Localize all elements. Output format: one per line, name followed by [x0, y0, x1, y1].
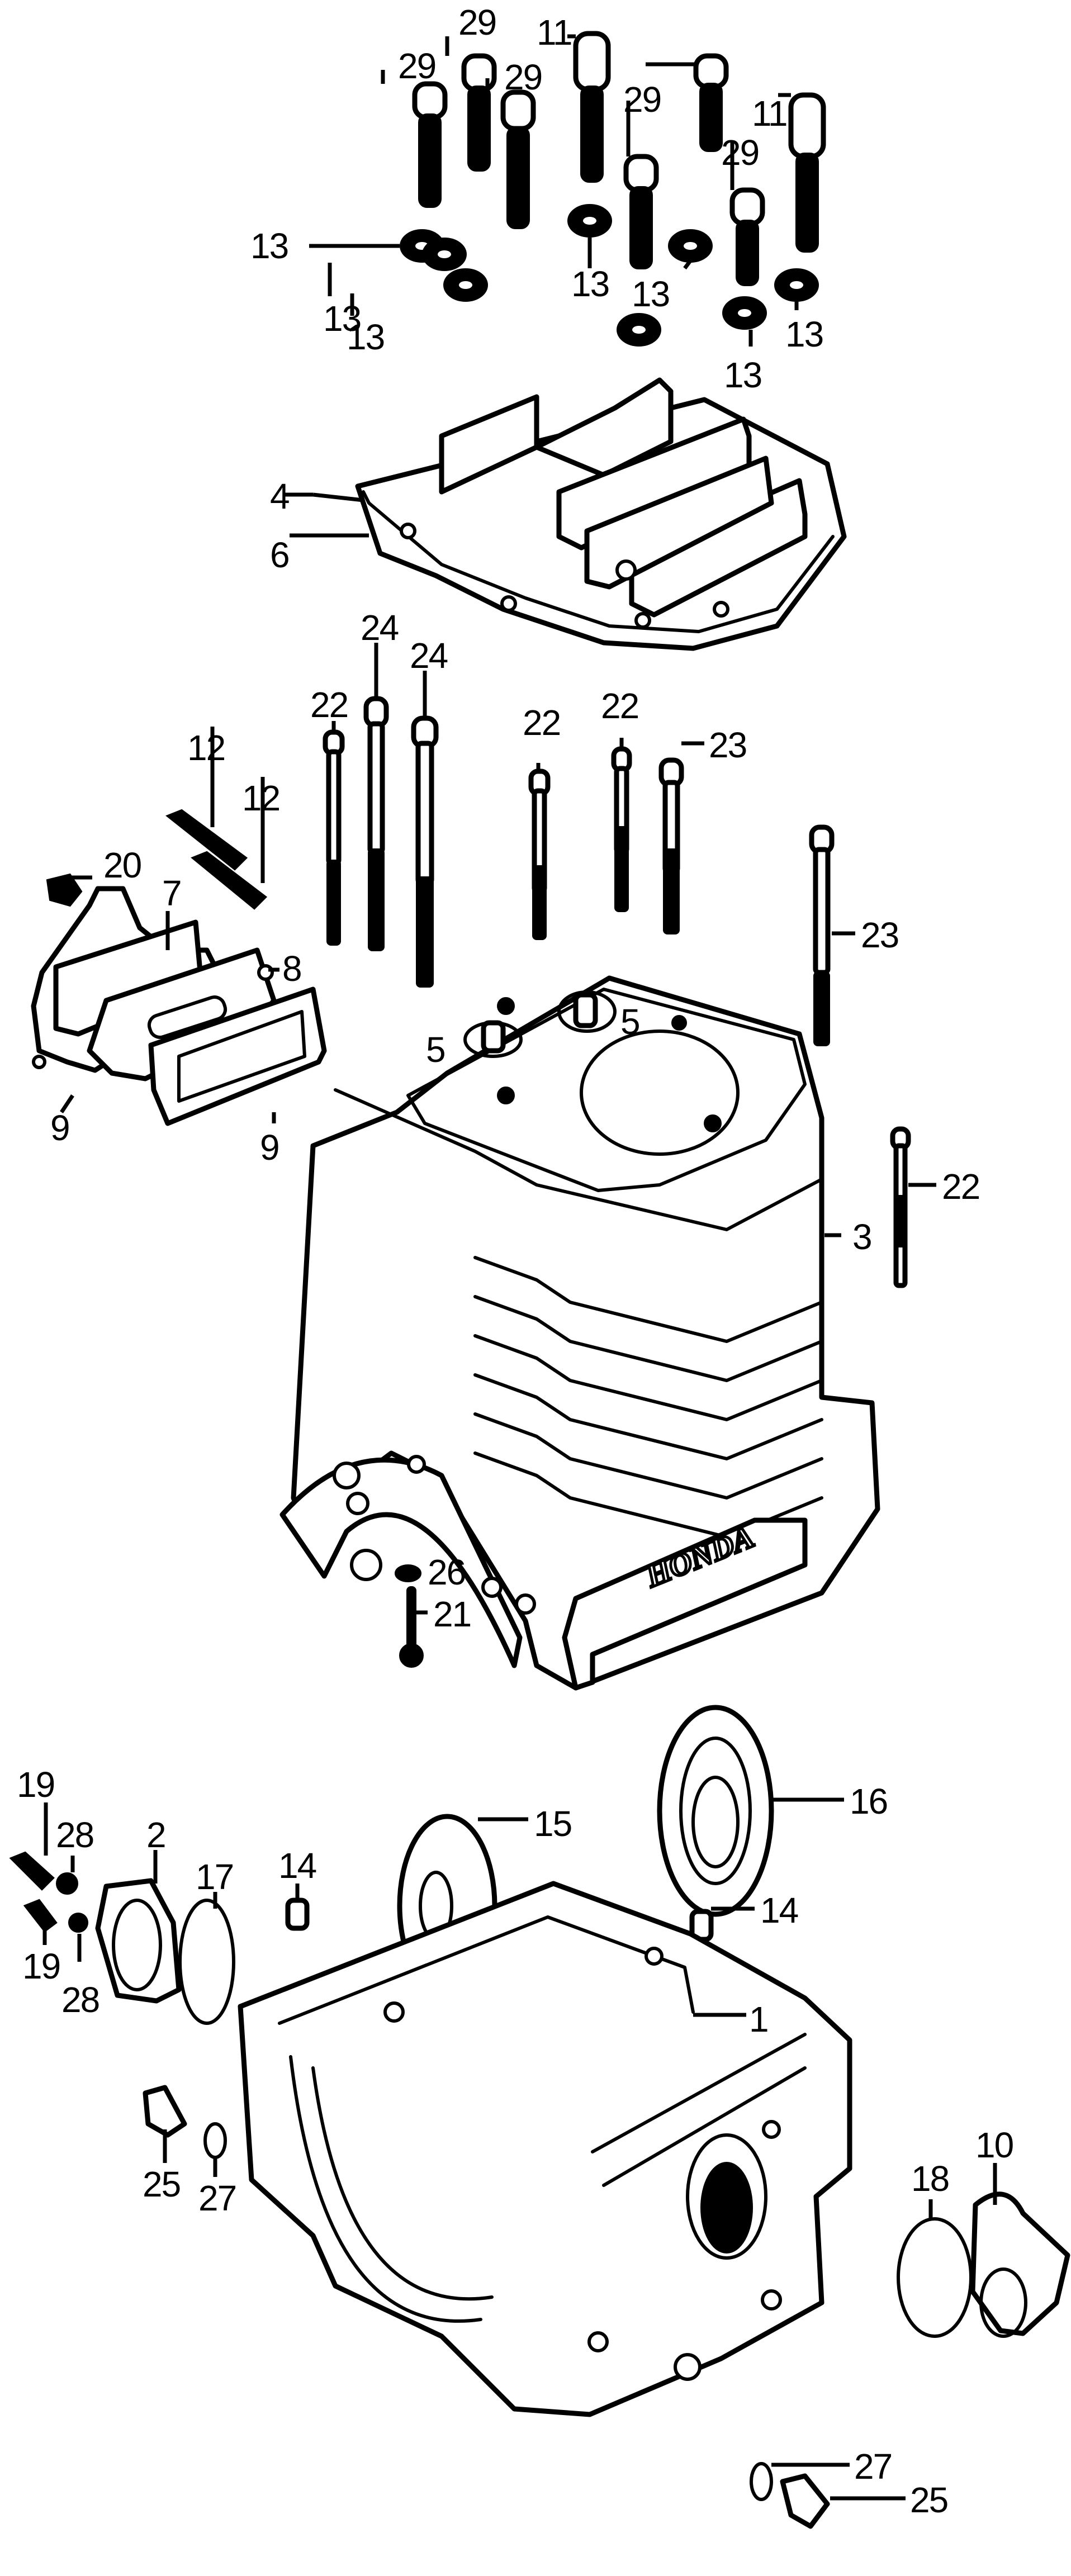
- cap-10: [970, 2163, 1070, 2338]
- callout-22: 22: [523, 703, 560, 743]
- o-ring-17: [178, 1892, 235, 2025]
- callout-5: 5: [426, 1030, 445, 1070]
- bolt-29-a: [412, 81, 448, 208]
- callout-1: 1: [749, 1999, 768, 2039]
- callout-29: 29: [458, 2, 496, 42]
- leader-lines-left: [60, 727, 279, 1123]
- callout-labels: 29 29 11 29 29 11 29 13 13 13 13 13 13 1…: [17, 2, 1015, 2520]
- callout-22: 22: [942, 1166, 979, 1207]
- drain-bolts-25-washers-27: [143, 2085, 906, 2529]
- callout-15: 15: [534, 1804, 571, 1844]
- bolt-29-e-mid: [623, 154, 659, 269]
- callout-13: 13: [323, 298, 361, 339]
- stud-bolt-11-a: [573, 31, 611, 183]
- callout-6: 6: [270, 535, 289, 575]
- leader-lines-bolts: [331, 643, 936, 1187]
- leader-lines-top: [309, 34, 799, 347]
- callout-19: 19: [22, 1946, 60, 1986]
- dowels-14: [285, 1884, 755, 1942]
- callout-25: 25: [143, 2164, 180, 2204]
- bolt-29-f: [729, 187, 765, 286]
- callout-23: 23: [709, 725, 746, 765]
- callout-13: 13: [571, 264, 609, 304]
- crankcase-1: [238, 1881, 852, 2417]
- callout-11: 11: [537, 12, 571, 53]
- callout-12: 12: [187, 728, 225, 768]
- callout-20: 20: [103, 845, 141, 885]
- callout-13: 13: [724, 355, 761, 395]
- leader-lines-head: [285, 492, 369, 538]
- callout-5: 5: [620, 1002, 639, 1042]
- callout-24: 24: [410, 635, 448, 676]
- callout-7: 7: [162, 873, 181, 913]
- callout-13: 13: [785, 314, 823, 354]
- bolt-29-c: [500, 89, 536, 229]
- head-bolts-group: [400, 31, 826, 347]
- callout-29: 29: [623, 79, 661, 120]
- bolt-29-d: [693, 53, 729, 152]
- callout-19: 19: [17, 1764, 54, 1805]
- callout-29: 29: [721, 132, 759, 173]
- callout-10: 10: [975, 2125, 1013, 2165]
- callout-24: 24: [361, 608, 399, 648]
- callout-14: 14: [760, 1890, 798, 1930]
- callout-13: 13: [632, 274, 669, 314]
- callout-8: 8: [282, 948, 301, 989]
- bolts-19-washers-28: [9, 1802, 88, 1962]
- bolt-21-washer-26: [395, 1564, 428, 1668]
- callout-14: 14: [278, 1846, 316, 1886]
- oil-seal-16: [657, 1705, 844, 1917]
- bolt-29-b: [461, 53, 497, 172]
- cover-2: [95, 1850, 182, 2004]
- callout-9: 9: [50, 1108, 69, 1148]
- callout-29: 29: [504, 57, 542, 97]
- callout-2: 2: [146, 1815, 165, 1855]
- callout-21: 21: [433, 1594, 471, 1634]
- callout-11: 11: [752, 93, 786, 134]
- callout-29: 29: [398, 46, 435, 86]
- cylinder-3: HONDA: [279, 975, 880, 1691]
- callout-12: 12: [242, 778, 279, 818]
- callout-13: 13: [250, 226, 288, 266]
- callout-27: 27: [198, 2178, 236, 2218]
- callout-22: 22: [310, 685, 348, 725]
- stud-bolt-11-b: [788, 92, 826, 253]
- callout-18: 18: [911, 2158, 949, 2199]
- callout-25: 25: [910, 2480, 947, 2520]
- callout-28: 28: [56, 1815, 93, 1855]
- o-ring-18: [897, 2199, 973, 2338]
- callout-17: 17: [196, 1857, 233, 1897]
- callout-4: 4: [270, 476, 289, 516]
- callout-13: 13: [347, 317, 384, 357]
- callout-3: 3: [852, 1217, 871, 1257]
- callout-16: 16: [850, 1781, 887, 1821]
- callout-22: 22: [601, 686, 638, 726]
- callout-28: 28: [61, 1980, 99, 2020]
- callout-26: 26: [428, 1552, 465, 1592]
- studs-12: [165, 809, 268, 910]
- long-bolts: [323, 696, 911, 1288]
- callout-23: 23: [861, 915, 898, 955]
- washers-13: [400, 204, 819, 347]
- callout-9: 9: [260, 1127, 279, 1168]
- callout-27: 27: [854, 2446, 892, 2487]
- cylinder-head-4: [355, 377, 847, 651]
- reed-valve-group: [31, 886, 327, 1126]
